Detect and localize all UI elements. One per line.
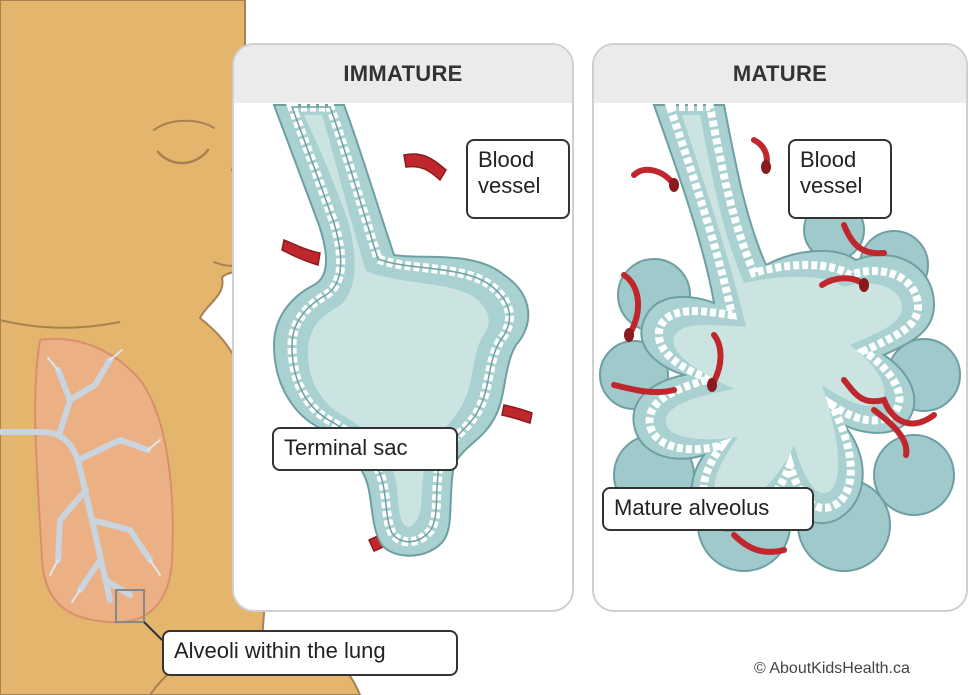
blood-vessel-callout-mature: Blood vessel	[788, 139, 892, 219]
alveoli-within-lung-callout: Alveoli within the lung	[162, 630, 458, 676]
terminal-sac-callout: Terminal sac	[272, 427, 458, 471]
terminal-sac-illustration	[234, 45, 572, 610]
mature-alveolus-callout: Mature alveolus	[602, 487, 814, 531]
copyright-text: © AboutKidsHealth.ca	[754, 660, 910, 678]
immature-panel: IMMATURE Blood vessel Terminal sac	[232, 43, 574, 612]
mature-panel: MATURE	[592, 43, 968, 612]
blood-vessel-callout-immature: Blood vessel	[466, 139, 570, 219]
